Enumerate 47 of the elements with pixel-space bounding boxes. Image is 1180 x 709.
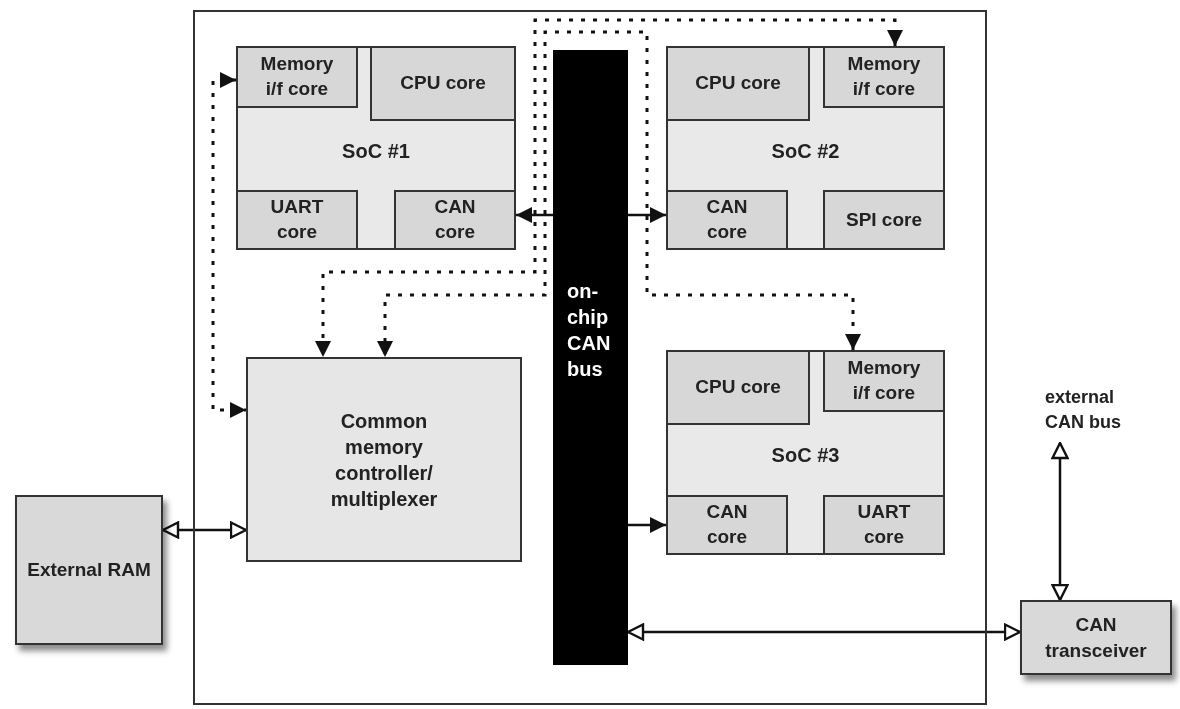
dotted-arrow	[211, 72, 246, 418]
arrow	[628, 207, 666, 223]
soc-box	[236, 46, 516, 250]
node-label: CPU core	[694, 375, 782, 400]
device-box	[1020, 600, 1172, 675]
node-label: UART core	[269, 195, 325, 244]
node-label: UART core	[856, 500, 912, 549]
device-box	[15, 495, 163, 645]
arrow	[628, 517, 666, 533]
arrow	[1051, 441, 1069, 602]
core-box	[823, 46, 945, 108]
node-label: External RAM	[26, 558, 152, 583]
node-label: CPU core	[399, 71, 487, 96]
node-label: CAN transceiver	[1044, 612, 1148, 663]
core-box	[823, 190, 945, 250]
core-box	[370, 46, 516, 121]
core-box	[666, 495, 788, 555]
node-label: Common memory controller/ multiplexer	[329, 408, 439, 512]
node-label: SoC #3	[770, 443, 841, 468]
node-label: SoC #2	[770, 139, 841, 164]
core-box	[823, 495, 945, 555]
node-label: SoC #1	[341, 139, 411, 164]
node-label: CAN core	[705, 500, 749, 549]
node-label: CPU core	[694, 71, 782, 96]
soc-box	[666, 350, 945, 555]
node-label: SPI core	[845, 207, 922, 232]
node-label: on-chip CAN bus	[567, 279, 612, 382]
controller-box	[246, 357, 522, 562]
core-box	[666, 190, 788, 250]
core-box	[236, 46, 358, 108]
node-label: Memory i/f core	[846, 52, 922, 101]
bus-bar	[553, 50, 628, 665]
node-label: Memory i/f core	[259, 52, 335, 101]
dotted-arrow	[315, 18, 903, 357]
node-label: CAN core	[433, 195, 477, 244]
chip-outline	[193, 10, 987, 705]
node-label: CAN core	[705, 195, 749, 244]
core-box	[666, 46, 810, 121]
core-box	[236, 190, 358, 250]
node-label: external CAN bus	[1045, 386, 1122, 435]
node-label: Memory i/f core	[846, 356, 922, 405]
arrow	[516, 207, 553, 223]
core-box	[666, 350, 810, 425]
core-box	[823, 350, 945, 412]
dotted-arrow	[377, 30, 861, 357]
core-box	[394, 190, 516, 250]
soc-box	[666, 46, 945, 250]
